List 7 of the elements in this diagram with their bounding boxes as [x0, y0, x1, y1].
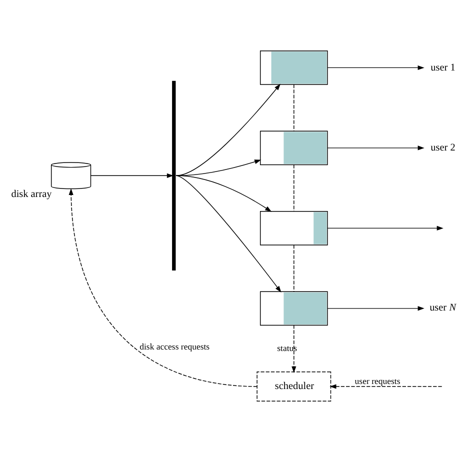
edge-label: user requests [354, 376, 400, 386]
node-text: user 2 [430, 142, 456, 154]
node-label: disk array [11, 188, 52, 200]
node-text: user N [430, 302, 456, 313]
edge-label: status [277, 342, 298, 352]
edge-label: disk access requests [140, 341, 210, 352]
node-text: user 1 [430, 62, 456, 73]
